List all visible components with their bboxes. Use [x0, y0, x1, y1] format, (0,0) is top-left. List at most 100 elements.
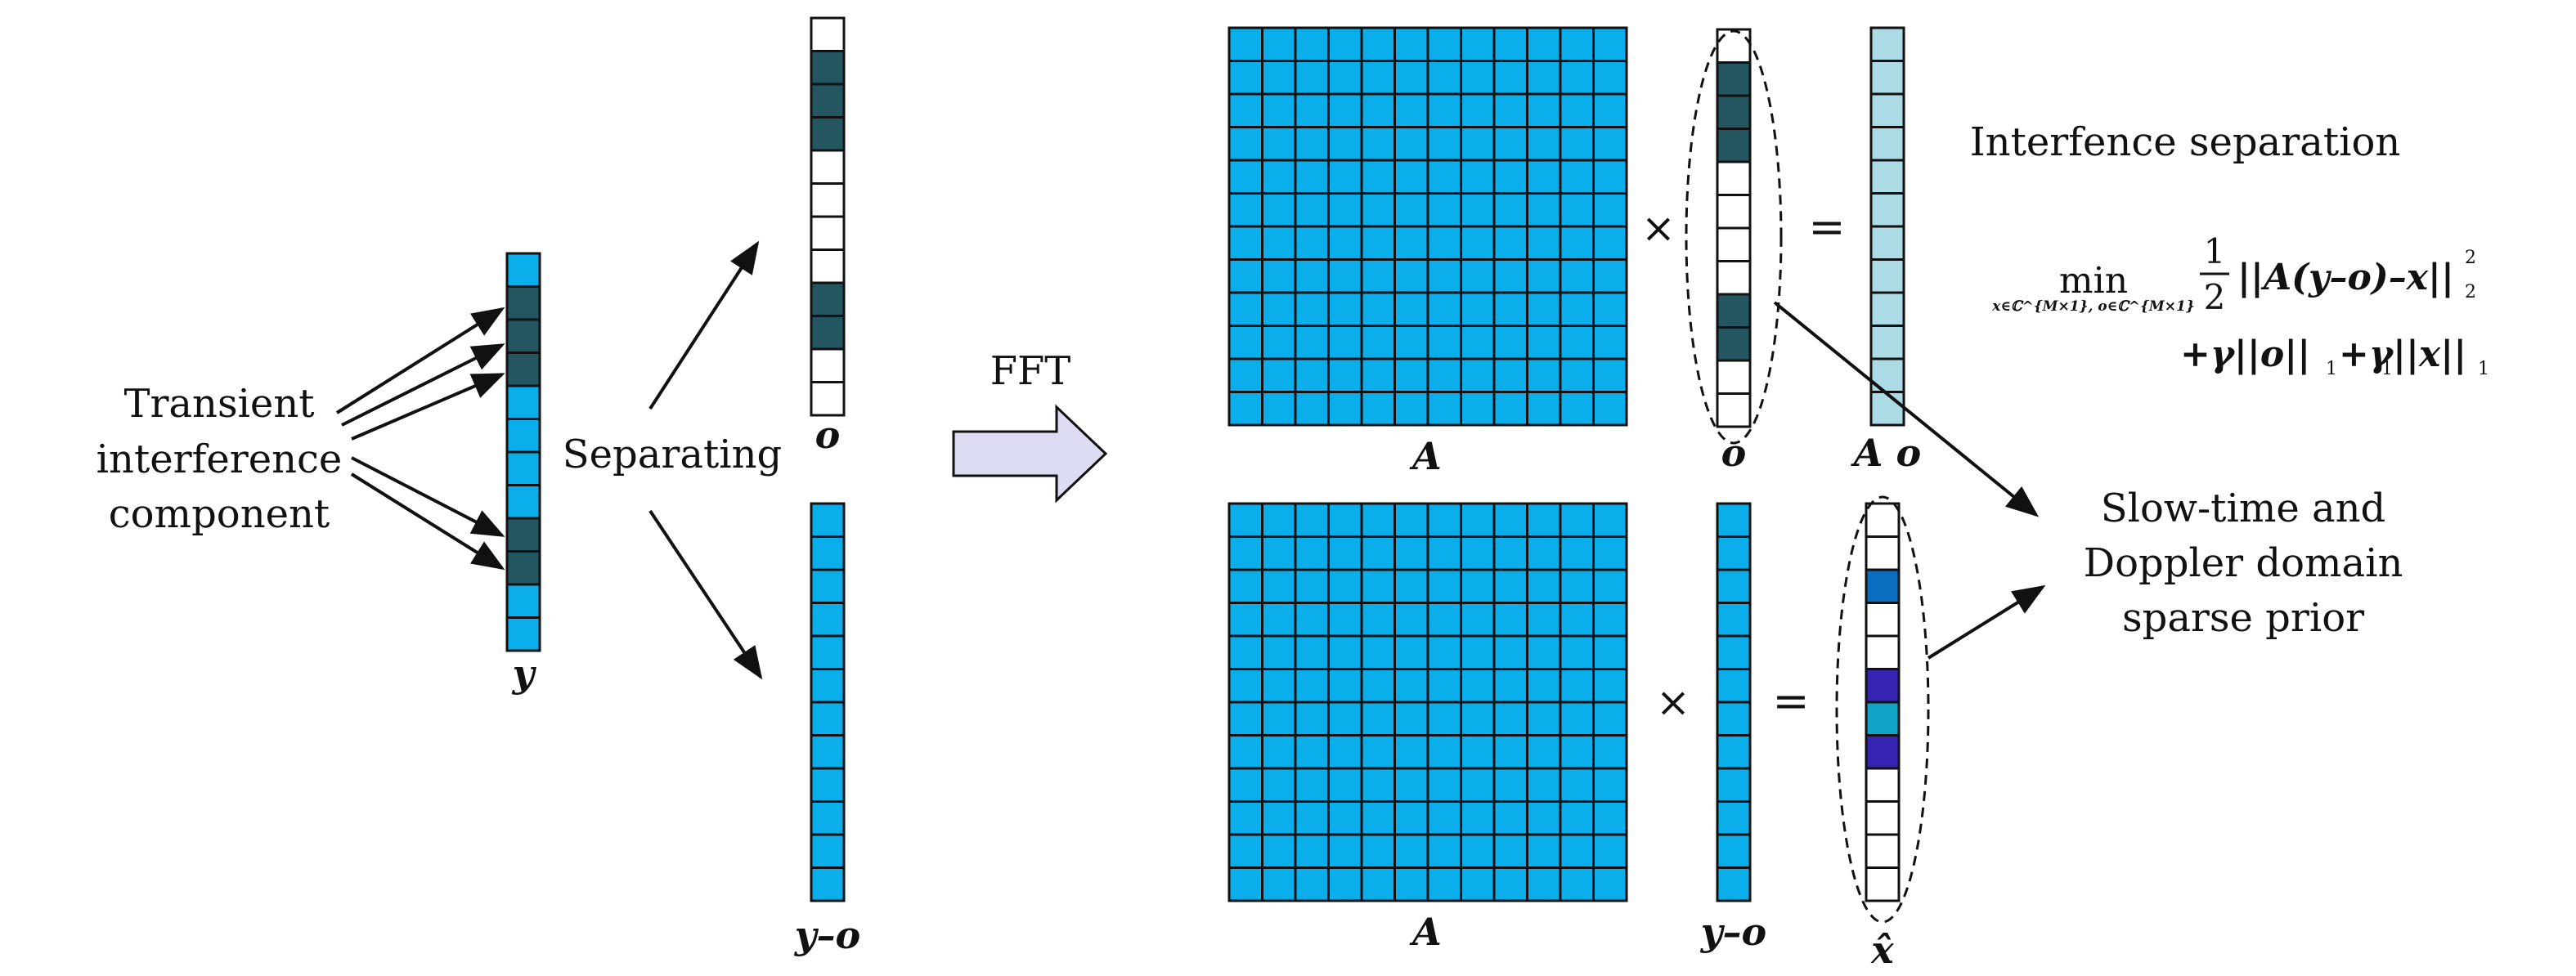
matrix-cell — [1592, 258, 1628, 294]
o_top-cell — [810, 248, 846, 284]
matrix-cell — [1559, 391, 1595, 427]
matrix-cell — [1393, 568, 1429, 604]
matrix-cell — [1559, 258, 1595, 294]
matrix-cell — [1227, 866, 1263, 902]
formula-line2-a: +γ||o|| — [2180, 334, 2310, 375]
matrix-cell — [1327, 502, 1363, 538]
objective-formula: min x∈ℂ^{M×1}, o∈ℂ^{M×1} 1 2 ||A(y–o)–x|… — [1991, 231, 2489, 379]
label-o-top: o — [815, 413, 841, 457]
x_hat-cell — [1865, 602, 1901, 638]
x_hat-cell — [1865, 535, 1901, 571]
y_minus_o_bottom-cell — [810, 634, 846, 670]
y_minus_o_right-cell — [1716, 634, 1752, 670]
vector-Ao — [1869, 26, 1905, 427]
matrix-cell — [1294, 502, 1330, 538]
matrix-cell — [1526, 568, 1562, 604]
matrix-cell — [1227, 225, 1263, 261]
Ao-cell — [1869, 159, 1905, 195]
matrix-cell — [1492, 734, 1528, 770]
y_minus_o_bottom-cell — [810, 701, 846, 736]
matrix-cell — [1360, 357, 1396, 393]
Ao-cell — [1869, 325, 1905, 360]
y_minus_o_right-cell — [1716, 668, 1752, 704]
matrix-cell — [1227, 602, 1263, 638]
matrix-cell — [1460, 602, 1496, 638]
matrix-cell — [1393, 291, 1429, 327]
matrix-cell — [1327, 26, 1363, 62]
matrix-cell — [1261, 866, 1297, 902]
matrix-cell — [1294, 26, 1330, 62]
matrix-cell — [1526, 192, 1562, 228]
matrix-cell — [1360, 602, 1396, 638]
matrix-cell — [1460, 325, 1496, 360]
matrix-cell — [1526, 602, 1562, 638]
matrix-cell — [1492, 159, 1528, 195]
matrix-cell — [1559, 26, 1595, 62]
label-x-hat: x̂ — [1870, 928, 1894, 972]
matrix-cell — [1492, 225, 1528, 261]
matrix-cell — [1393, 126, 1429, 162]
o_right-cell — [1716, 260, 1752, 296]
matrix-cell — [1492, 866, 1528, 902]
matrix-cell — [1327, 833, 1363, 869]
y_minus_o_right-cell — [1716, 602, 1752, 638]
matrix-cell — [1360, 391, 1396, 427]
matrix-cell — [1227, 767, 1263, 803]
matrix-cell — [1559, 225, 1595, 261]
matrix-cell — [1426, 258, 1462, 294]
matrix-cell — [1294, 325, 1330, 360]
matrix-cell — [1327, 535, 1363, 571]
matrix-cell — [1592, 668, 1628, 704]
matrix-cell — [1460, 258, 1496, 294]
matrix-cell — [1227, 391, 1263, 427]
y_minus_o_right-cell — [1716, 502, 1752, 538]
matrix-cell — [1460, 92, 1496, 128]
matrix-cell — [1261, 92, 1297, 128]
o_right-cell — [1716, 392, 1752, 428]
Ao-cell — [1869, 92, 1905, 128]
matrix-cell — [1460, 634, 1496, 670]
separating-label: Separating — [563, 432, 782, 477]
y-cell — [505, 616, 541, 652]
matrix-cell — [1592, 800, 1628, 836]
y_minus_o_right-cell — [1716, 767, 1752, 803]
separating-arrows — [648, 240, 763, 680]
y-cell — [505, 318, 541, 354]
o_top-cell — [810, 116, 846, 152]
matrix-cell — [1526, 325, 1562, 360]
y_minus_o_right-cell — [1716, 734, 1752, 770]
prior-label-line1: Slow-time and — [2101, 486, 2386, 531]
matrix-cell — [1492, 357, 1528, 393]
matrix-cell — [1559, 325, 1595, 360]
matrix-cell — [1426, 602, 1462, 638]
matrix-cell — [1261, 357, 1297, 393]
matrix-cell — [1426, 502, 1462, 538]
label-Ao: A o — [1851, 431, 1921, 475]
formula-min: min — [2059, 260, 2128, 302]
matrix-cell — [1559, 668, 1595, 704]
matrix-cell — [1460, 192, 1496, 228]
matrix-cell — [1227, 800, 1263, 836]
matrix-cell — [1227, 126, 1263, 162]
matrix-cell — [1559, 602, 1595, 638]
formula-frac-num: 1 — [2204, 231, 2226, 271]
matrix-cell — [1227, 833, 1263, 869]
matrix-cell — [1261, 192, 1297, 228]
equals-sign-top: = — [1808, 201, 1845, 253]
label-y: y — [512, 651, 537, 696]
matrix-cell — [1592, 634, 1628, 670]
o_right-cell — [1716, 160, 1752, 196]
matrix-cell — [1227, 26, 1263, 62]
matrix-cell — [1526, 391, 1562, 427]
y-cell — [505, 351, 541, 387]
matrix-cell — [1592, 502, 1628, 538]
prior-label-line2: Doppler domain — [2084, 540, 2403, 586]
matrix-cell — [1360, 192, 1396, 228]
vector-y-minus-o-right — [1716, 502, 1752, 902]
matrix-cell — [1327, 767, 1363, 803]
matrix-cell — [1294, 92, 1330, 128]
matrix-cell — [1492, 192, 1528, 228]
matrix-cell — [1559, 291, 1595, 327]
matrix-cell — [1294, 159, 1330, 195]
prior-label-line3: sparse prior — [2122, 595, 2364, 641]
